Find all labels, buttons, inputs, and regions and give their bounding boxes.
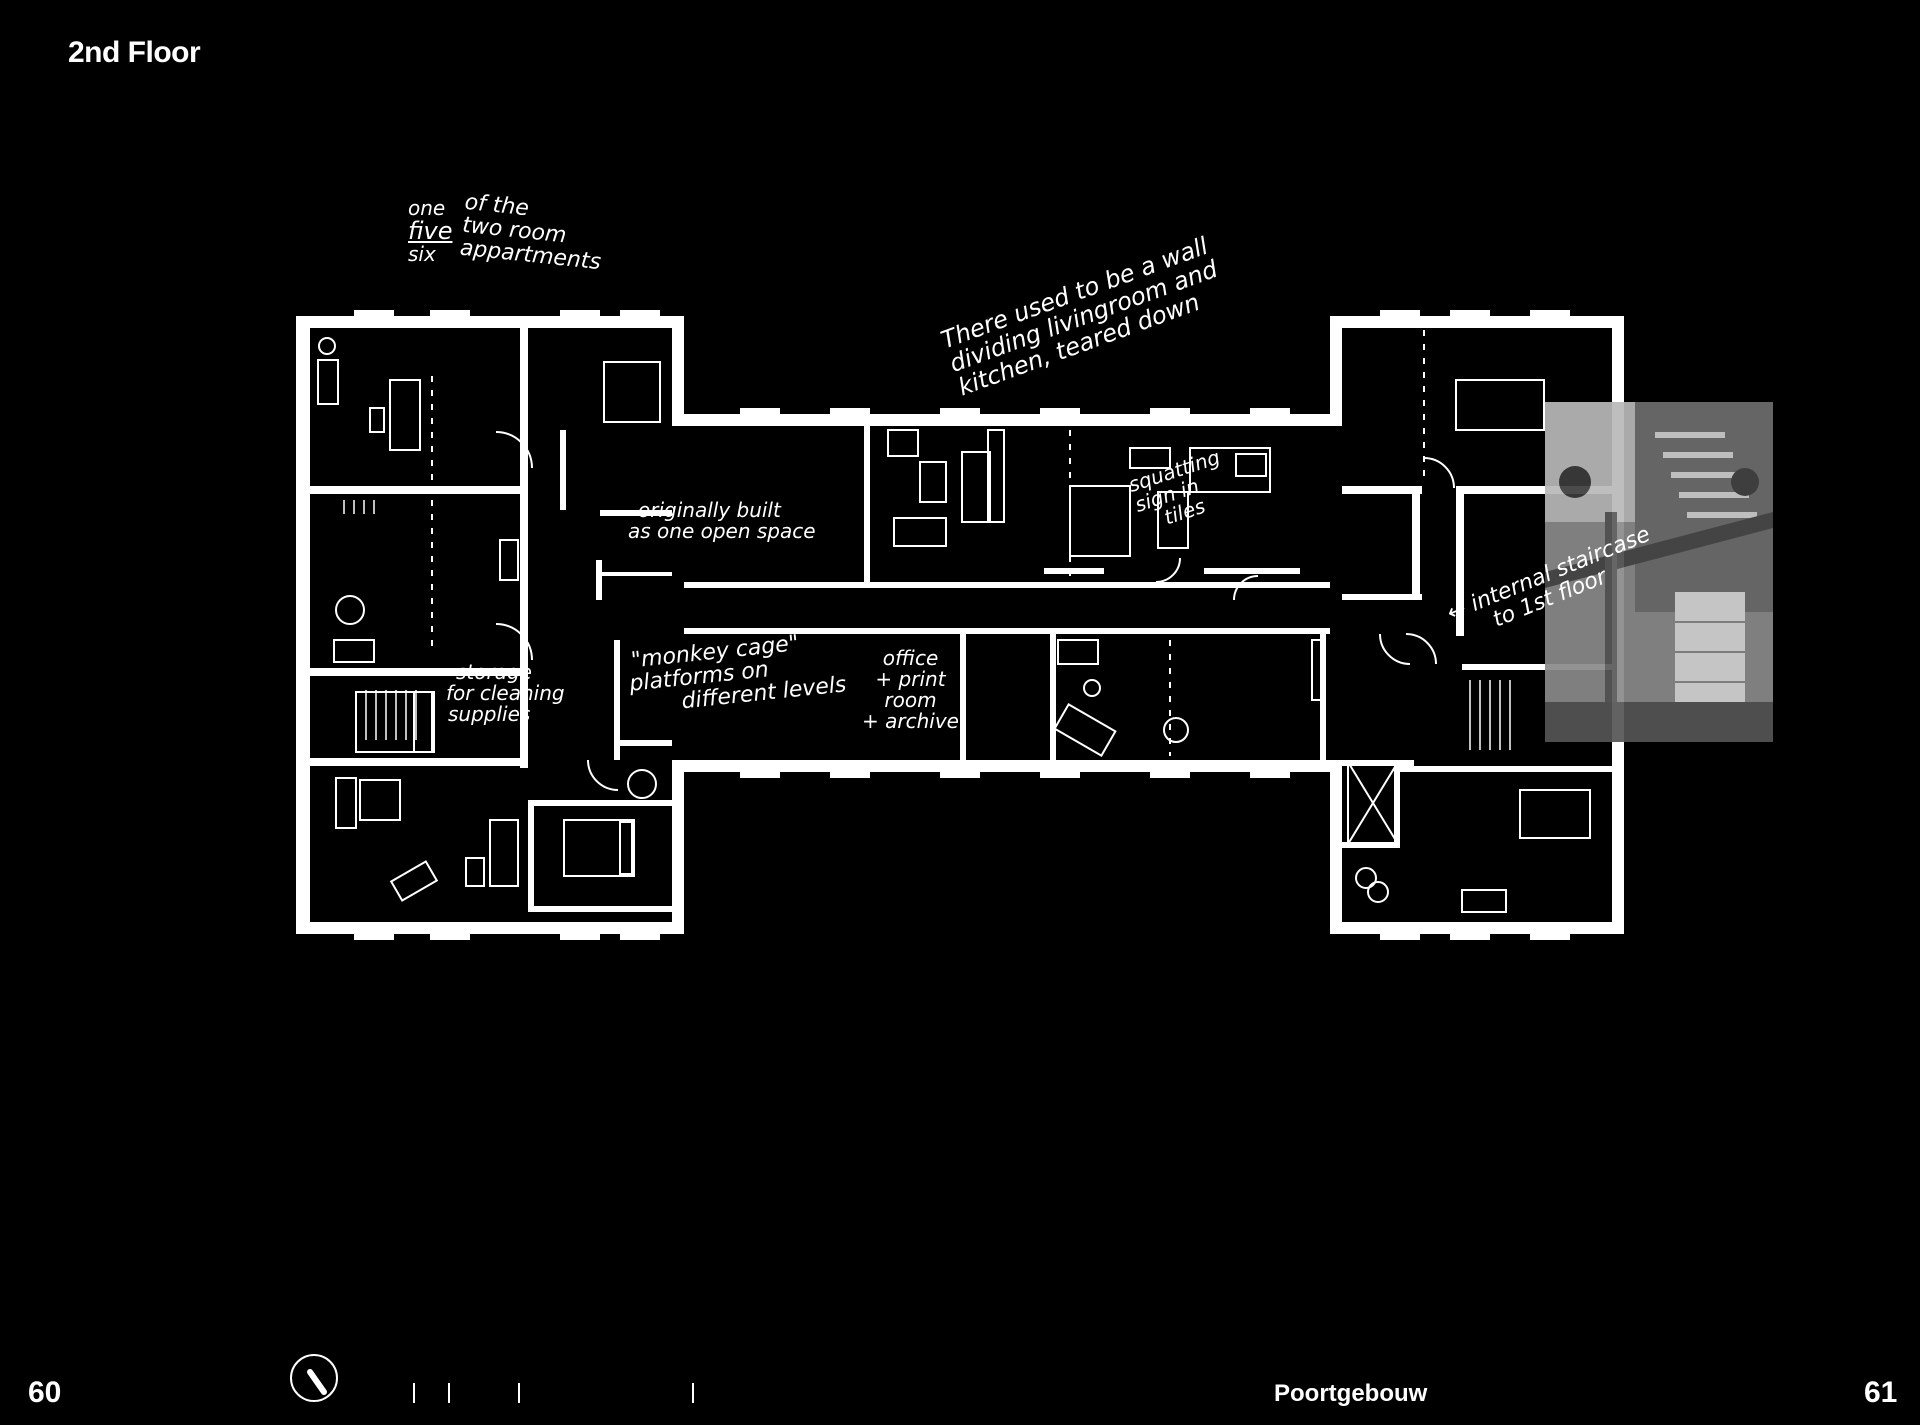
page-number-right: 61: [1864, 1376, 1898, 1409]
staircase-photo: [1545, 402, 1773, 742]
page-title: 2nd Floor: [68, 36, 201, 69]
scale-tick: [692, 1383, 694, 1403]
annotation-apartments: one five six of the two room appartments: [408, 189, 603, 276]
scale-tick: [448, 1383, 450, 1403]
scale-tick: [413, 1383, 415, 1403]
building-name: Poortgebouw: [1274, 1380, 1428, 1407]
north-arrow-icon: [290, 1354, 338, 1402]
page-number-left: 60: [28, 1376, 62, 1409]
annotation-storage: storage for cleaning supplies: [446, 660, 565, 726]
annotation-office: office + print room + archive: [862, 646, 959, 733]
annotation-open-space: originally built as one open space: [628, 498, 816, 543]
scale-tick: [518, 1383, 520, 1403]
